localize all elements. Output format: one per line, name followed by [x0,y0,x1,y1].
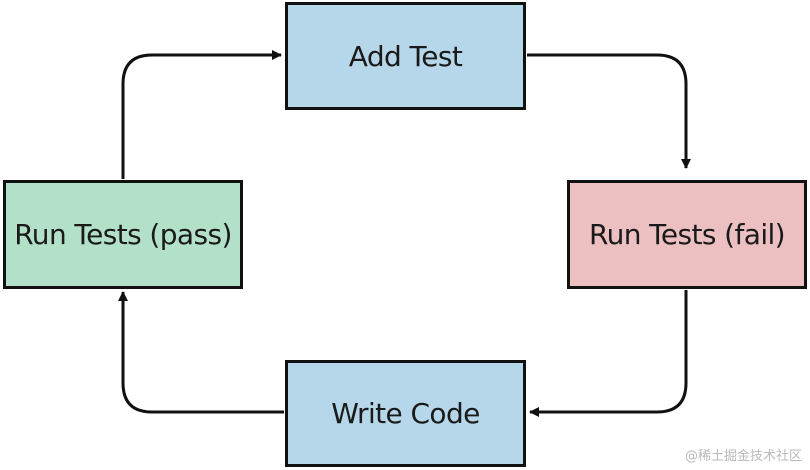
node-run-tests-pass-label: Run Tests (pass) [14,218,232,251]
node-add-test: Add Test [285,2,526,110]
node-run-tests-pass: Run Tests (pass) [3,180,243,289]
watermark-text: @稀土掘金技术社区 [684,449,802,464]
node-run-tests-fail: Run Tests (fail) [567,180,807,289]
arrow-pass-to-add [121,50,282,179]
node-write-code-label: Write Code [331,397,480,430]
arrow-add-to-fail [527,53,691,169]
node-write-code: Write Code [285,360,526,467]
node-run-tests-fail-label: Run Tests (fail) [588,218,786,251]
node-add-test-label: Add Test [348,39,463,73]
arrow-fail-to-write [529,290,688,417]
arrow-write-to-pass [118,291,284,414]
